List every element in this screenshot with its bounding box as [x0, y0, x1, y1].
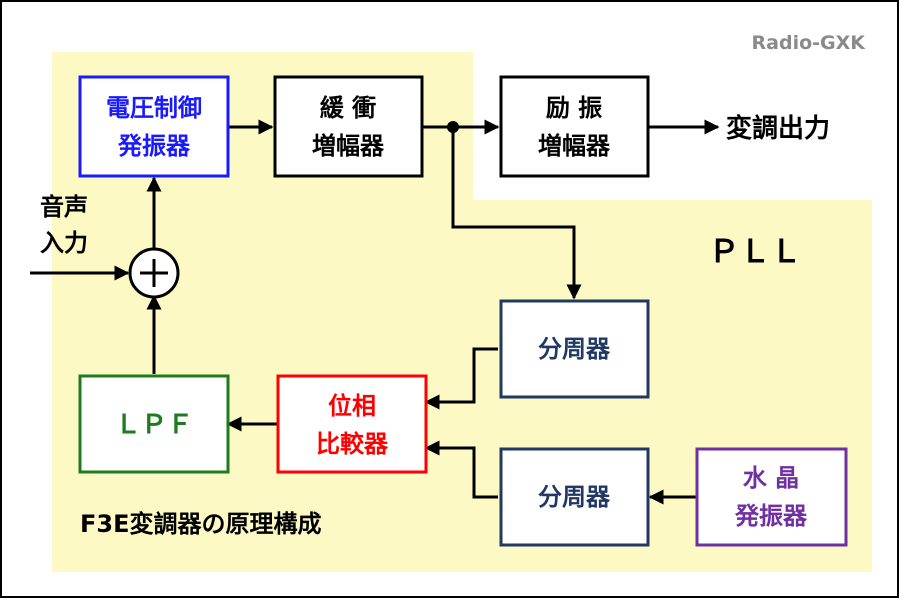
block-lpf: ＬＰＦ — [78, 374, 230, 474]
signal-paths — [30, 119, 720, 505]
diagram-caption: F3E変調器の原理構成 — [80, 510, 322, 538]
crystal-osc-line-2: 発振器 — [734, 502, 808, 530]
block-phase-comparator: 位相 比較器 — [276, 374, 428, 474]
buffer-amp-line-2: 増幅器 — [312, 132, 385, 160]
divider-bottom-to-comparator-arrow — [424, 440, 498, 499]
block-divider-bottom: 分周器 — [499, 447, 650, 547]
tap-to-divider-arrow — [451, 127, 582, 300]
buffer-amp-line-1: 緩 衝 — [320, 94, 376, 122]
watermark: Radio-GXK — [752, 32, 867, 54]
block-vco: 電圧制御 発振器 — [78, 75, 230, 178]
pll-region — [52, 52, 872, 572]
divider-top-label: 分周器 — [538, 335, 611, 363]
lpf-label: ＬＰＦ — [115, 410, 193, 440]
phase-comparator-line-1: 位相 — [328, 392, 376, 420]
block-buffer-amp: 緩 衝 増幅器 — [273, 75, 424, 178]
block-driver-amp: 励 振 増幅器 — [499, 75, 650, 178]
block-crystal-osc: 水 晶 発振器 — [695, 447, 848, 547]
pll-label: ＰＬＬ — [709, 234, 802, 270]
crystal-osc-line-1: 水 晶 — [743, 464, 799, 492]
driver-amp-line-1: 励 振 — [546, 94, 602, 122]
divider-bottom-label: 分周器 — [538, 483, 611, 511]
summing-junction — [128, 247, 180, 299]
phase-comparator-line-2: 比較器 — [316, 430, 389, 458]
modulated-output-label: 変調出力 — [726, 113, 830, 144]
divider-to-comparator-arrow — [424, 347, 498, 410]
vco-line-2: 発振器 — [117, 132, 191, 160]
junction-dot — [447, 121, 459, 133]
driver-amp-line-2: 増幅器 — [538, 132, 611, 160]
audio-in-line-1: 音声 — [40, 193, 88, 221]
audio-in-line-2: 入力 — [40, 229, 88, 257]
vco-line-1: 電圧制御 — [106, 94, 202, 122]
block-divider-top: 分周器 — [499, 299, 650, 399]
